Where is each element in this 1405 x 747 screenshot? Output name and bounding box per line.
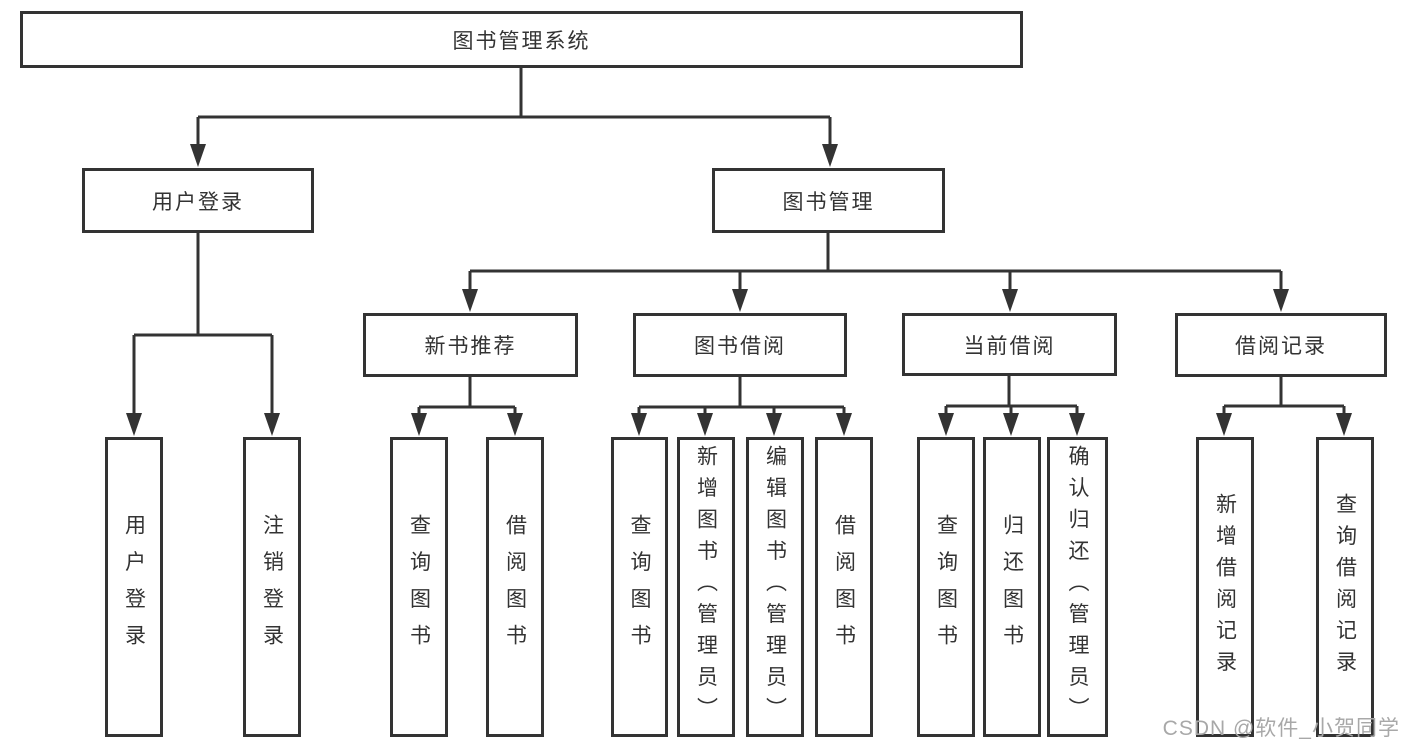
node-label: 注销登录 [260, 513, 284, 661]
leaf-user-login: 用户登录 [105, 437, 163, 737]
leaf-query-borrow-record: 查询借阅记录 [1316, 437, 1374, 737]
node-label: 借阅记录 [1235, 335, 1327, 358]
node-label: 确认归还（管理员） [1066, 445, 1089, 729]
node-label: 图书管理系统 [452, 29, 591, 53]
node-label: 借阅图书 [832, 513, 856, 661]
node-label: 查询借阅记录 [1333, 492, 1357, 682]
node-label: 图书借阅 [694, 335, 786, 358]
node-label: 借阅图书 [503, 513, 527, 661]
node-book-management: 图书管理 [712, 168, 945, 233]
node-label: 用户登录 [122, 513, 146, 661]
leaf-query-books-borrowing: 查询图书 [611, 437, 668, 737]
node-label: 当前借阅 [963, 334, 1056, 358]
leaf-add-borrow-record: 新增借阅记录 [1196, 437, 1254, 737]
node-label: 归还图书 [1000, 513, 1024, 661]
node-library-management-system: 图书管理系统 [20, 11, 1023, 68]
csdn-watermark: CSDN @软件_小贺同学 [1162, 717, 1400, 740]
node-label: 查询图书 [934, 513, 958, 661]
node-label: 用户登录 [152, 190, 244, 214]
leaf-borrow-books-recommend: 借阅图书 [486, 437, 544, 737]
leaf-return-books: 归还图书 [983, 437, 1041, 737]
node-current-borrowing: 当前借阅 [902, 313, 1117, 376]
leaf-borrow-books: 借阅图书 [815, 437, 873, 737]
node-label: 查询图书 [628, 513, 651, 661]
leaf-query-books-current: 查询图书 [917, 437, 975, 737]
node-label: 编辑图书（管理员） [763, 445, 787, 729]
arrowheads [126, 144, 1352, 436]
leaf-add-books-admin: 新增图书（管理员） [677, 437, 735, 737]
node-new-book-recommendation: 新书推荐 [363, 313, 578, 377]
node-book-borrowing: 图书借阅 [633, 313, 847, 377]
node-user-login: 用户登录 [82, 168, 314, 233]
node-label: 图书管理 [782, 190, 875, 214]
node-label: 新增借阅记录 [1213, 492, 1237, 682]
node-label: 新书推荐 [424, 335, 517, 358]
leaf-confirm-return-admin: 确认归还（管理员） [1047, 437, 1108, 737]
leaf-edit-books-admin: 编辑图书（管理员） [746, 437, 804, 737]
leaf-logout: 注销登录 [243, 437, 301, 737]
node-label: 新增图书（管理员） [694, 445, 718, 729]
node-borrowing-records: 借阅记录 [1175, 313, 1387, 377]
leaf-query-books-recommend: 查询图书 [390, 437, 448, 737]
node-label: 查询图书 [407, 513, 431, 661]
